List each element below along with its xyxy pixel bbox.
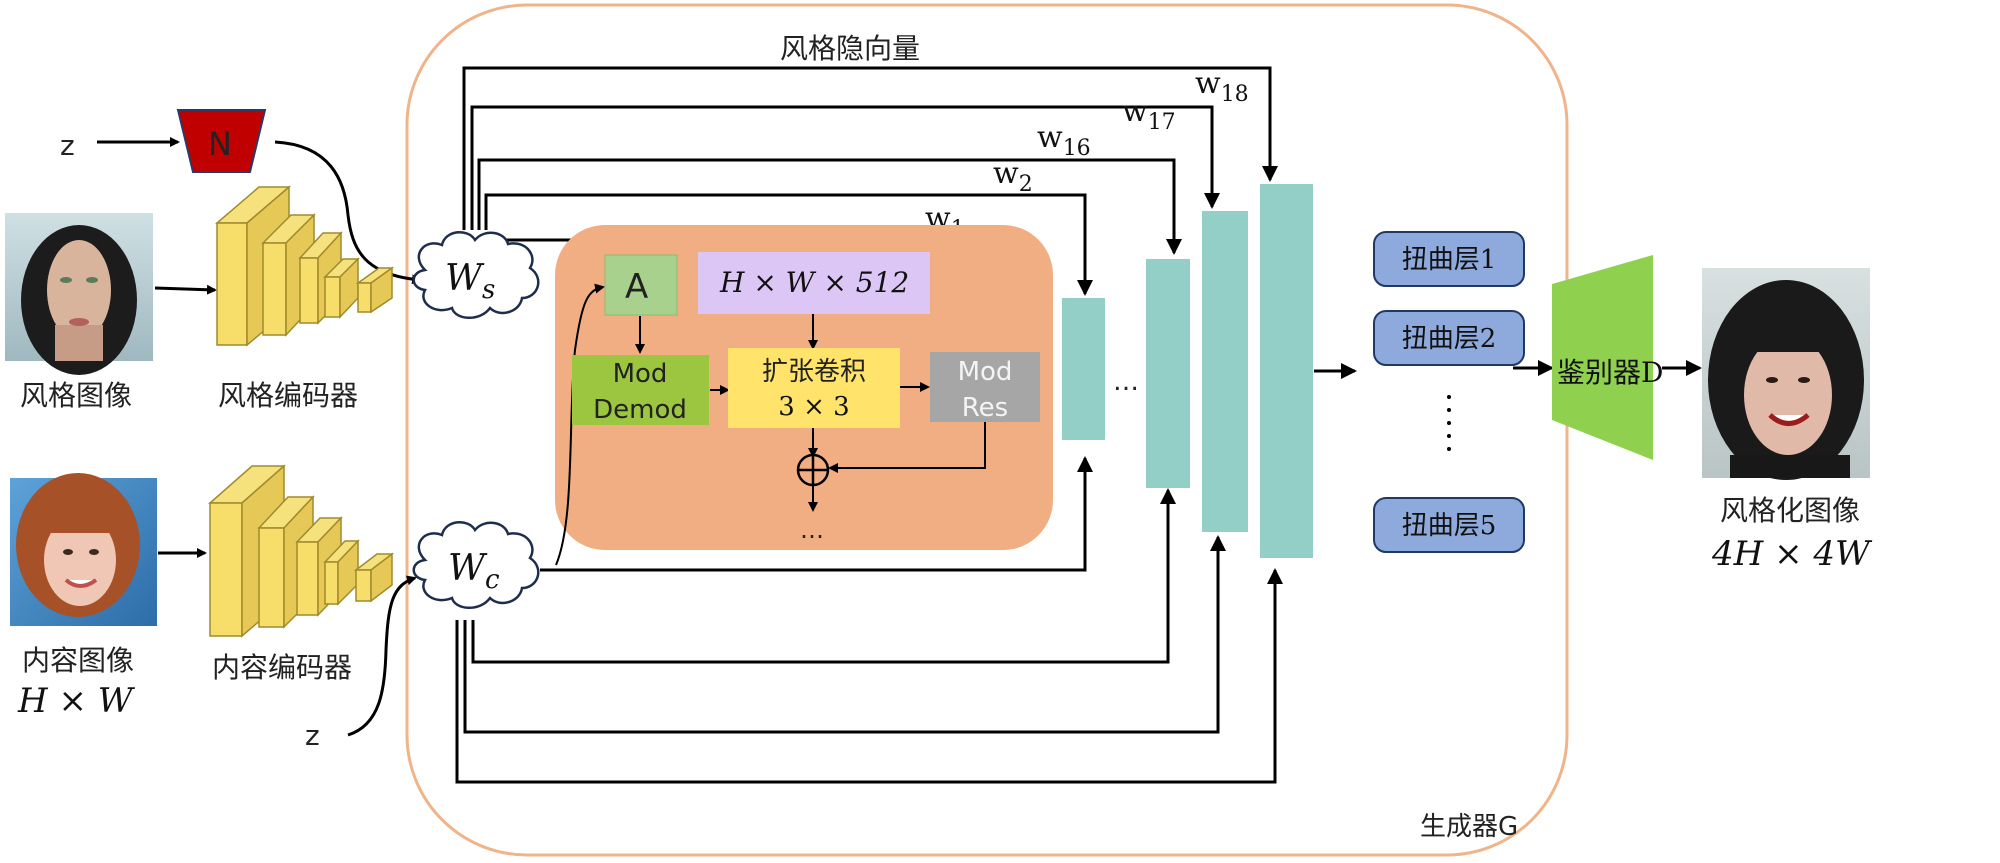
synthesis-layer-18 [1260, 184, 1313, 558]
ws-label: Ws [445, 258, 495, 305]
content-image-size: H × W [17, 681, 136, 721]
z-to-wc-arrow [347, 575, 417, 737]
route-c18 [455, 568, 1283, 784]
content-latent-routes [455, 456, 1283, 784]
content-encoder [208, 464, 395, 638]
wc-label: Wc [448, 548, 500, 595]
warp-layer-5-label: 扭曲层5 [1402, 511, 1497, 541]
route-w16 [477, 158, 1182, 255]
content-image [10, 473, 157, 626]
discriminator-D [1552, 255, 1653, 460]
style-encoder [214, 185, 395, 347]
weight-labels: w1 w2 w16 w17 w18 [925, 66, 1249, 242]
style-image-label: 风格图像 [20, 379, 132, 412]
mod-res-box [930, 352, 1040, 422]
ws-cloud: Ws [412, 231, 540, 319]
route-w18 [462, 66, 1278, 230]
block-ellipsis: … [800, 516, 824, 544]
style-image-arrow [154, 284, 217, 295]
route-c16 [471, 488, 1176, 664]
synthesis-layer-17 [1202, 211, 1248, 532]
stylized-output-image [1702, 268, 1870, 480]
feature-map-label: H × W × 512 [719, 266, 909, 299]
dilated-conv-line1: 扩张卷积 [762, 357, 866, 387]
warp-ellipsis-dots [1447, 395, 1451, 451]
discriminator-label: 鉴别器D [1557, 356, 1663, 389]
dilated-conv-line2: 3 × 3 [778, 392, 849, 422]
style-latent-title: 风格隐向量 [780, 32, 920, 65]
warp-layer-2-label: 扭曲层2 [1402, 324, 1497, 354]
modres-to-add-arrow [828, 422, 986, 473]
weight-label-w2: w2 [993, 156, 1033, 197]
weight-label-w18: w18 [1195, 66, 1249, 107]
mod-demod-line1: Mod [613, 359, 668, 389]
synthesis-layer-1 [1062, 298, 1105, 440]
mod-demod-line2: Demod [593, 395, 687, 425]
mod-res-line1: Mod [958, 357, 1013, 387]
content-image-label: 内容图像 [22, 644, 134, 677]
warp-layer-1: 扭曲层1 [1373, 231, 1525, 287]
output-size: 4H × 4W [1711, 534, 1873, 574]
z-bottom-label: z [305, 719, 320, 752]
feature-map-box [698, 252, 930, 314]
noise-mapper-N [176, 109, 267, 173]
dilated-conv-box [728, 348, 900, 428]
affine-a-label: A [625, 267, 648, 307]
generator-frame [405, 3, 1569, 857]
affine-a-box [604, 254, 678, 316]
warp-layer-2: 扭曲层2 [1373, 310, 1525, 366]
mod-res-line2: Res [962, 393, 1008, 423]
weight-label-w17: w17 [1122, 94, 1176, 135]
wc-cloud: Wc [412, 521, 540, 609]
route-c1 [540, 456, 1093, 572]
generator-label: 生成器G [1420, 812, 1518, 842]
warp-layer-1-label: 扭曲层1 [1402, 245, 1497, 275]
noise-mapper-label: N [208, 125, 232, 163]
weight-label-w16: w16 [1037, 120, 1091, 161]
output-label: 风格化图像 [1720, 494, 1860, 527]
synthesis-layer-16 [1146, 259, 1190, 488]
style-image [5, 213, 153, 375]
layers-ellipsis: … [1113, 367, 1139, 397]
route-c17 [463, 535, 1226, 734]
route-w17 [470, 105, 1220, 230]
route-w2 [484, 193, 1093, 296]
z-top-label: z [60, 129, 75, 162]
mod-demod-box [572, 355, 709, 425]
add-operator-icon [796, 453, 830, 487]
warp-layer-5: 扭曲层5 [1373, 497, 1525, 553]
style-encoder-label: 风格编码器 [218, 379, 358, 412]
content-encoder-label: 内容编码器 [212, 651, 352, 684]
